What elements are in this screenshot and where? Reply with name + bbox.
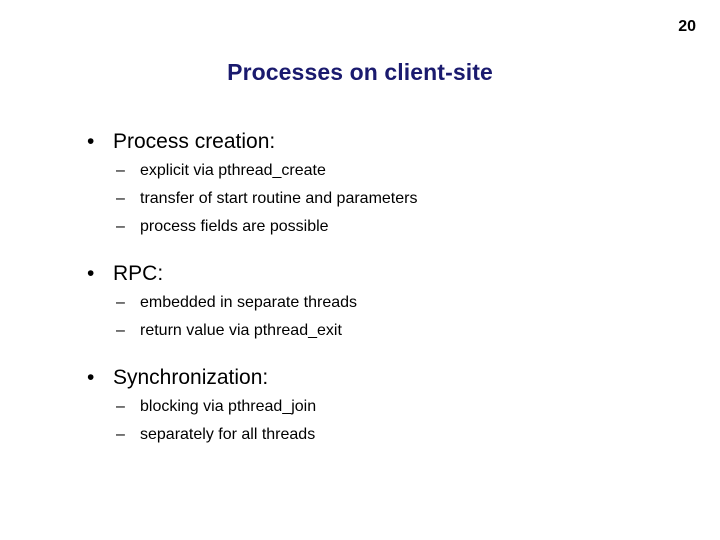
bullet-group-process-creation: • Process creation: – explicit via pthre… (0, 127, 720, 241)
bullet-group-rpc: • RPC: – embedded in separate threads – … (0, 259, 720, 345)
list-item-label: transfer of start routine and parameters (140, 190, 418, 207)
dash-icon: – (116, 398, 125, 415)
list-item: – transfer of start routine and paramete… (0, 185, 720, 213)
bullet-heading-rpc: • RPC: (0, 259, 720, 289)
list-item-label: process fields are possible (140, 218, 329, 235)
bullet-heading-label: RPC: (113, 262, 164, 285)
bullet-heading-label: Synchronization: (113, 366, 269, 389)
bullet-heading-label: Process creation: (113, 130, 276, 153)
list-item: – return value via pthread_exit (0, 317, 720, 345)
list-item-label: explicit via pthread_create (140, 162, 326, 179)
bullet-heading-synchronization: • Synchronization: (0, 363, 720, 393)
bullet-dot-icon: • (87, 366, 95, 389)
list-item: – process fields are possible (0, 213, 720, 241)
list-item-label: separately for all threads (140, 426, 316, 443)
dash-icon: – (116, 322, 125, 339)
dash-icon: – (116, 218, 125, 235)
list-item: – separately for all threads (0, 421, 720, 449)
sub-list-rpc: – embedded in separate threads – return … (0, 289, 720, 345)
bullet-dot-icon: • (87, 262, 95, 285)
slide-body: • Process creation: – explicit via pthre… (0, 127, 720, 449)
page-number: 20 (678, 18, 696, 35)
dash-icon: – (116, 190, 125, 207)
sub-list-synchronization: – blocking via pthread_join – separately… (0, 393, 720, 449)
dash-icon: – (116, 426, 125, 443)
bullet-heading-process-creation: • Process creation: (0, 127, 720, 157)
list-item-label: return value via pthread_exit (140, 322, 342, 339)
sub-list-process-creation: – explicit via pthread_create – transfer… (0, 157, 720, 241)
bullet-group-synchronization: • Synchronization: – blocking via pthrea… (0, 363, 720, 449)
list-item-label: embedded in separate threads (140, 294, 358, 311)
list-item-label: blocking via pthread_join (140, 398, 317, 415)
list-item: – embedded in separate threads (0, 289, 720, 317)
list-item: – blocking via pthread_join (0, 393, 720, 421)
list-item: – explicit via pthread_create (0, 157, 720, 185)
page-title: Processes on client-site (227, 59, 493, 85)
bullet-dot-icon: • (87, 130, 95, 153)
dash-icon: – (116, 162, 125, 179)
dash-icon: – (116, 294, 125, 311)
